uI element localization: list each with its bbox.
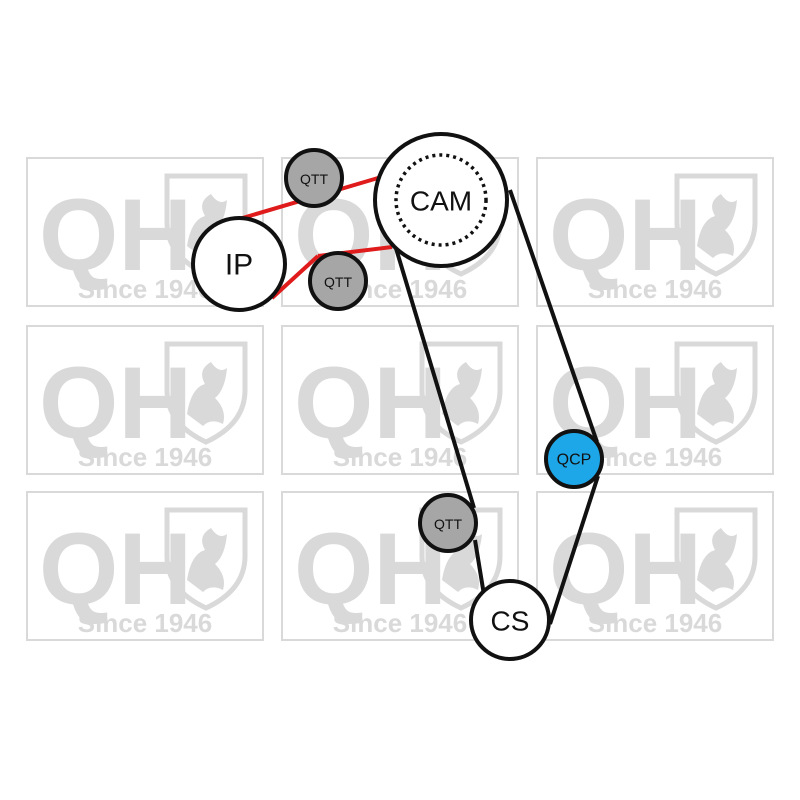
shield-icon bbox=[674, 173, 758, 277]
cs-label: CS bbox=[491, 606, 530, 637]
shield-icon bbox=[164, 341, 248, 445]
qtt-top-label: QTT bbox=[300, 171, 328, 187]
griffin-icon bbox=[187, 528, 227, 592]
shield-icon bbox=[674, 507, 758, 611]
ip-pulley: IP bbox=[191, 216, 287, 312]
qtt-mid-label: QTT bbox=[324, 274, 352, 290]
watermark-tagline: Since 1946 bbox=[588, 274, 722, 304]
watermark-tagline: Since 1946 bbox=[333, 608, 467, 638]
griffin-icon bbox=[442, 362, 482, 426]
watermark-tagline: Since 1946 bbox=[588, 608, 722, 638]
shield-icon bbox=[419, 341, 503, 445]
qtt-mid-idler: QTT bbox=[308, 251, 368, 311]
griffin-icon bbox=[187, 362, 227, 426]
shield-icon bbox=[419, 507, 503, 611]
griffin-icon bbox=[697, 528, 737, 592]
qtt-low-label: QTT bbox=[434, 516, 462, 532]
main-belt-segment bbox=[393, 244, 476, 509]
cam-sprocket-dots bbox=[394, 153, 488, 247]
qcp-water-pump: QCP bbox=[544, 429, 604, 489]
watermark-tagline: Since 1946 bbox=[588, 442, 722, 472]
ip-label: IP bbox=[225, 249, 253, 282]
secondary-belt-segment bbox=[270, 254, 320, 300]
qtt-top-idler: QTT bbox=[284, 148, 344, 208]
main-belt-segment bbox=[548, 475, 600, 625]
watermark-tagline: Since 1946 bbox=[78, 608, 212, 638]
watermark-tagline: Since 1946 bbox=[333, 442, 467, 472]
shield-icon bbox=[674, 341, 758, 445]
qtt-low-idler: QTT bbox=[418, 493, 478, 553]
griffin-icon bbox=[697, 362, 737, 426]
main-belt bbox=[393, 189, 600, 625]
griffin-icon bbox=[442, 528, 482, 592]
griffin-icon bbox=[697, 194, 737, 258]
qcp-label: QCP bbox=[557, 452, 592, 469]
main-belt-segment bbox=[508, 189, 599, 443]
watermark-tagline: Since 1946 bbox=[78, 274, 212, 304]
cam-pulley: CAM bbox=[373, 132, 509, 268]
cam-label: CAM bbox=[410, 186, 472, 217]
watermark-tagline: Since 1946 bbox=[78, 442, 212, 472]
shield-icon bbox=[164, 507, 248, 611]
main-belt-segment bbox=[473, 539, 486, 596]
cs-pulley: CS bbox=[469, 579, 551, 661]
